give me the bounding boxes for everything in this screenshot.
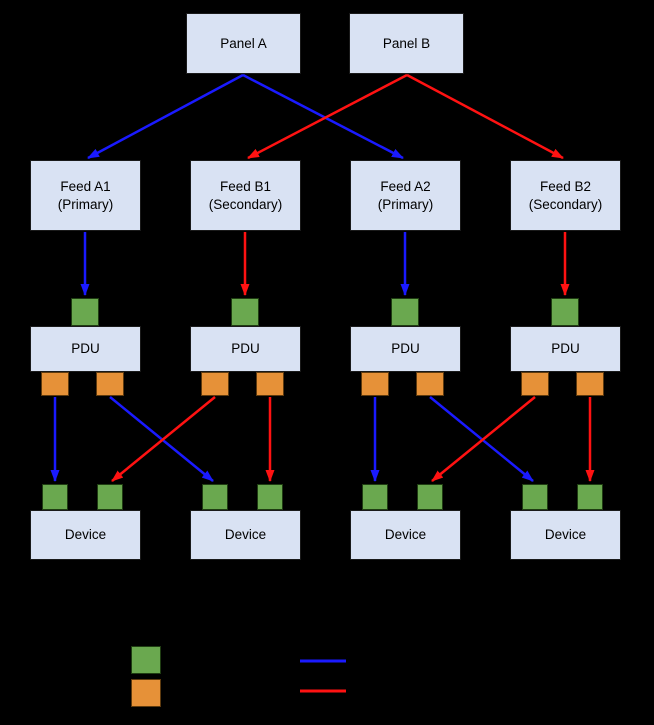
pdu-1-output-port-1	[41, 372, 69, 396]
feed-b1-box: Feed B1 (Secondary)	[190, 160, 301, 231]
pdu-3-input-port	[391, 298, 419, 326]
device-1-label: Device	[64, 527, 107, 542]
device-2-label: Device	[224, 527, 267, 542]
device-4-input-port-2	[577, 484, 603, 510]
device-2-input-port-1	[202, 484, 228, 510]
feed-a2-role: (Primary)	[377, 196, 434, 212]
device-3-box: Device	[350, 510, 461, 560]
device-2-input-port-2	[257, 484, 283, 510]
device-1-input-port-1	[42, 484, 68, 510]
pdu-4-label: PDU	[551, 341, 580, 356]
feed-a2-name: Feed A2	[380, 178, 431, 194]
pdu-3-output-port-1	[361, 372, 389, 396]
device-1-box: Device	[30, 510, 141, 560]
feed-a2-box: Feed A2 (Primary)	[350, 160, 461, 231]
feed-b2-box: Feed B2 (Secondary)	[510, 160, 621, 231]
pdu-4-output-port-2	[576, 372, 604, 396]
pdu-3-label: PDU	[391, 341, 420, 356]
pdu-3-output-port-2	[416, 372, 444, 396]
pdu-1-input-port	[71, 298, 99, 326]
pdu-4-input-port	[551, 298, 579, 326]
feed-b2-role: (Secondary)	[528, 196, 603, 212]
device-4-box: Device	[510, 510, 621, 560]
pdu-3-box: PDU	[350, 326, 461, 372]
legend-output-port-swatch	[131, 679, 161, 707]
feed-a1-box: Feed A1 (Primary)	[30, 160, 141, 231]
feed-b1-role: (Secondary)	[208, 196, 283, 212]
pdu-1-box: PDU	[30, 326, 141, 372]
pdu-2-box: PDU	[190, 326, 301, 372]
feed-to-pdu-arrows	[80, 232, 570, 296]
pdu-4-output-port-1	[521, 372, 549, 396]
feed-b2-name: Feed B2	[539, 178, 592, 194]
device-1-input-port-2	[97, 484, 123, 510]
device-3-input-port-1	[362, 484, 388, 510]
pdu-4-box: PDU	[510, 326, 621, 372]
feed-a1-role: (Primary)	[57, 196, 114, 212]
pdu-2-label: PDU	[231, 341, 260, 356]
panel-b-box: Panel B	[349, 13, 464, 74]
pdu-2-output-port-2	[256, 372, 284, 396]
panel-a-box: Panel A	[186, 13, 301, 74]
device-4-label: Device	[544, 527, 587, 542]
panel-to-feed-arrows	[87, 73, 564, 160]
device-3-label: Device	[384, 527, 427, 542]
pdu-2-input-port	[231, 298, 259, 326]
pdu-2-output-port-1	[201, 372, 229, 396]
legend-lines	[300, 659, 346, 693]
feed-b1-name: Feed B1	[219, 178, 272, 194]
panel-a-label: Panel A	[220, 35, 267, 51]
feed-a1-name: Feed A1	[60, 178, 111, 194]
pdu-1-label: PDU	[71, 341, 100, 356]
legend-input-port-swatch	[131, 646, 161, 674]
pdu-1-output-port-2	[96, 372, 124, 396]
device-2-box: Device	[190, 510, 301, 560]
panel-b-label: Panel B	[382, 35, 431, 51]
pdu-to-device-arrows	[50, 396, 595, 482]
device-3-input-port-2	[417, 484, 443, 510]
device-4-input-port-1	[522, 484, 548, 510]
